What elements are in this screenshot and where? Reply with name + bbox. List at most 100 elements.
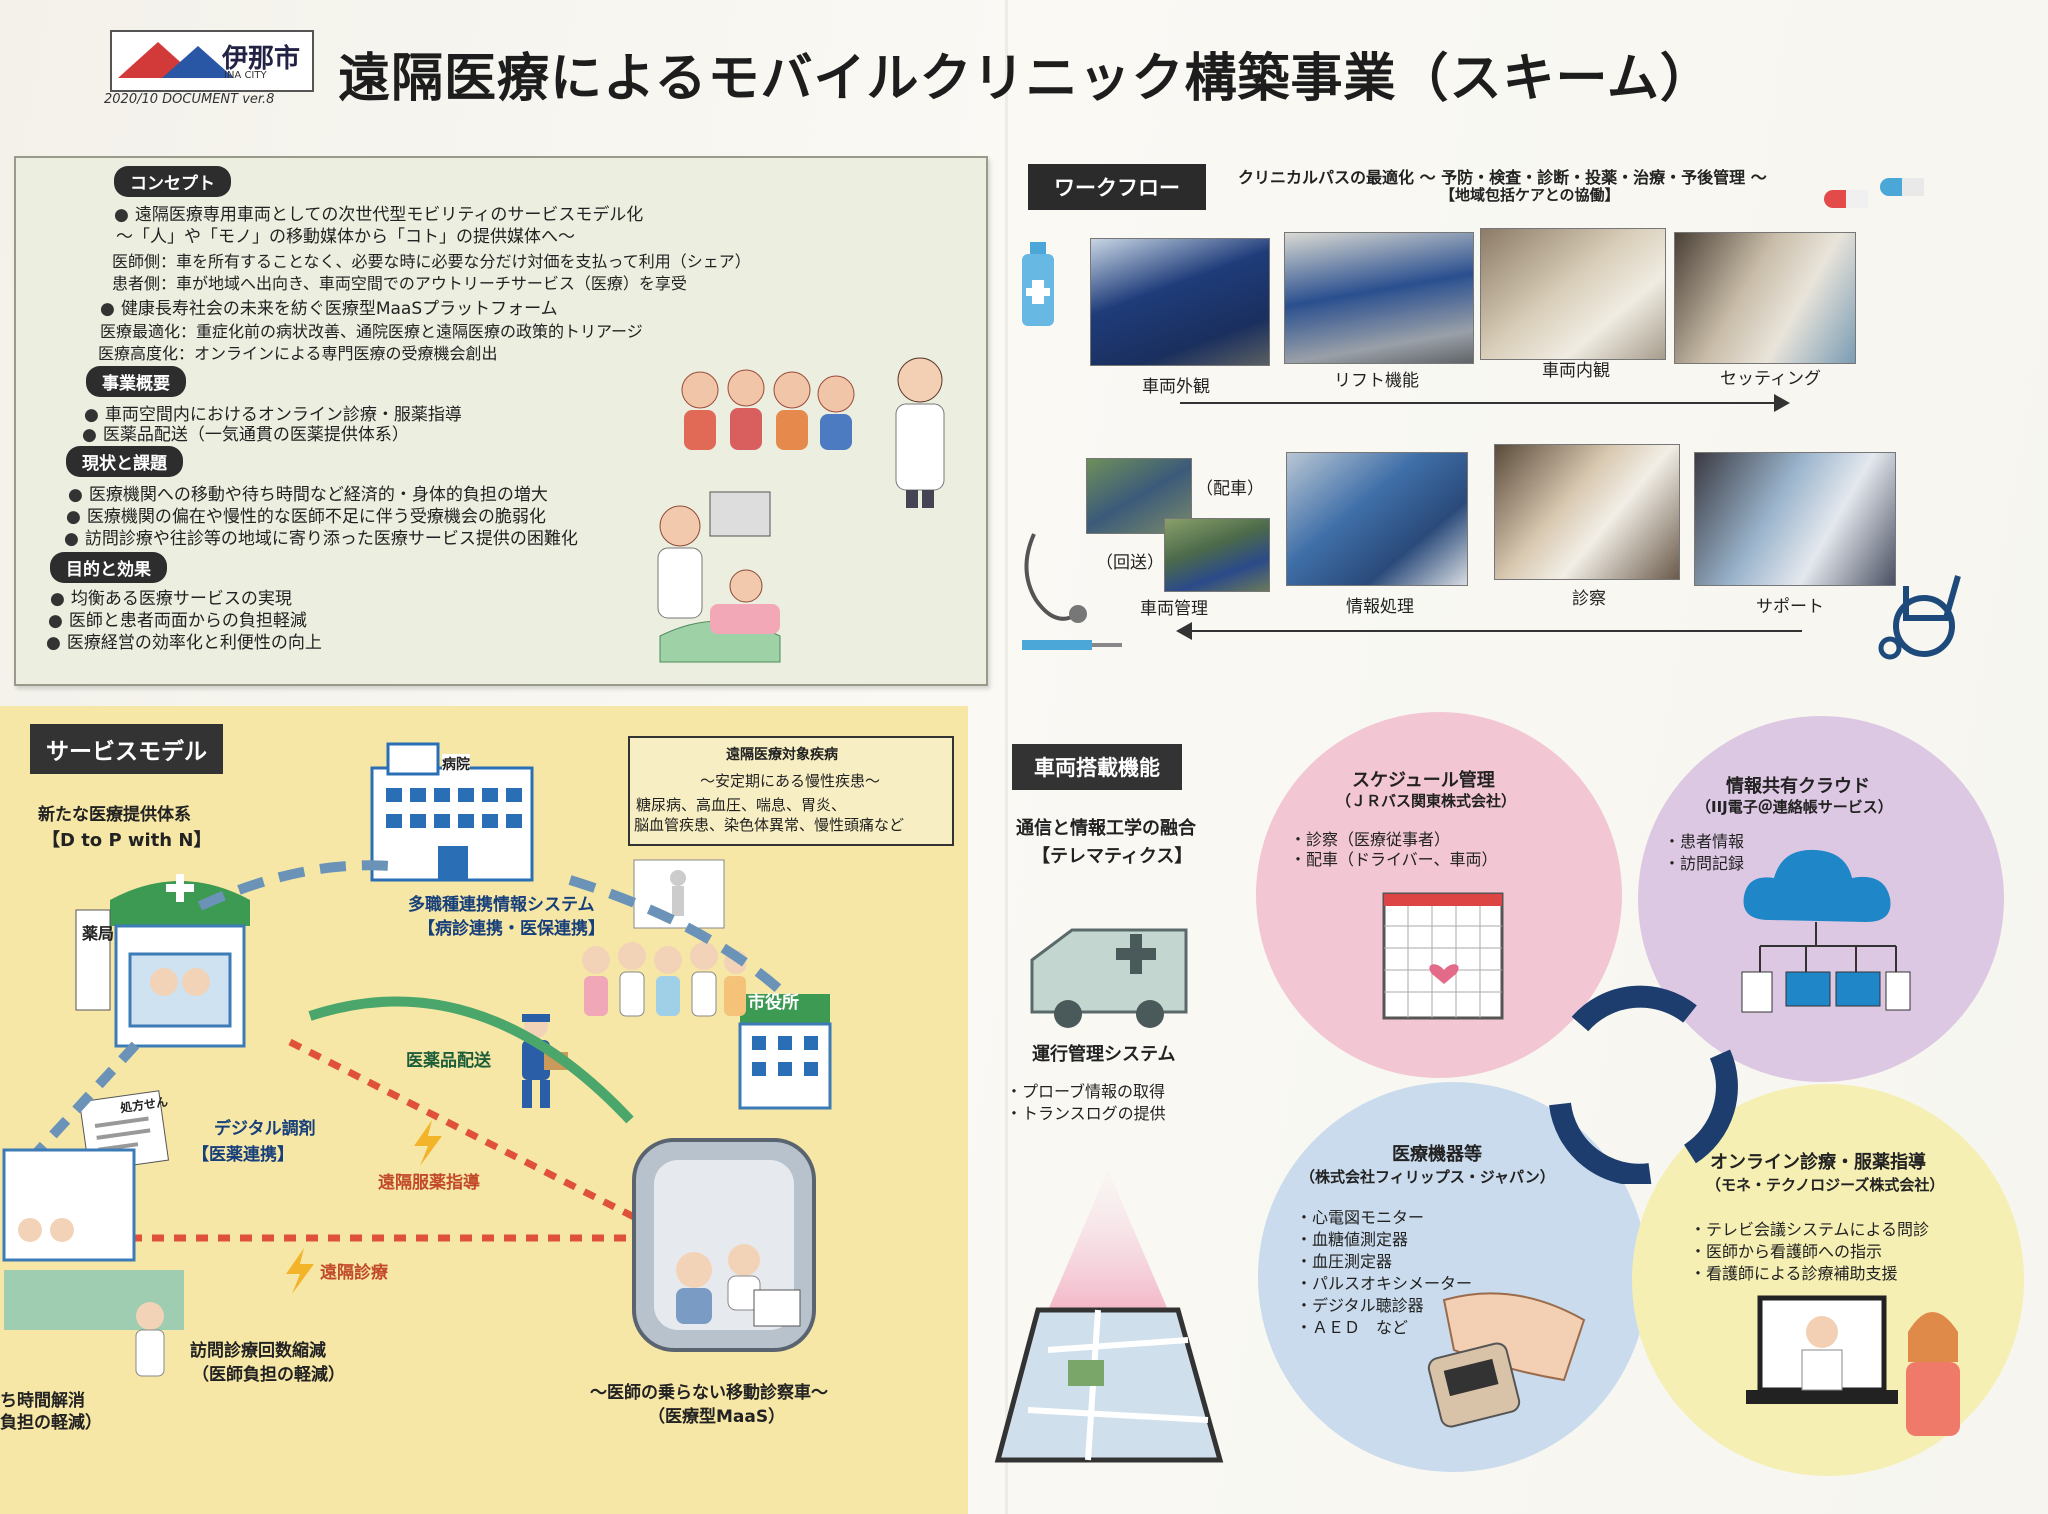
goals-line-2: 医師と患者両面からの負担軽減 [48,606,307,631]
logo-city-name: 伊那市 [222,44,301,74]
pharmacy-building-icon [75,874,250,1048]
multi-info-system-sub: 【病診連携・医保連携】 [418,919,605,939]
ambulance-icon [1030,928,1188,1028]
schedule-company: （ＪＲバス関東株式会社） [1336,792,1517,810]
disease-subtitle: ～安定期にある慢性疾患～ [700,772,881,790]
issues-line-1: 医療機関への移動や待ち時間など経済的・身体的負担の増大 [68,480,548,505]
concept-line-2: ～「人」や「モノ」の移動媒体から「コト」の提供媒体へ～ [116,227,575,247]
remote-diagnosis-label: 遠隔診療 [320,1263,388,1283]
online-title: オンライン診療・服薬指導 [1710,1152,1926,1173]
nurse-ultrasound-illustration [657,491,781,663]
workflow-bottom-label-1: 車両管理 [1140,599,1208,619]
lightning-icon-1 [414,1120,442,1166]
workflow-forward-arrowhead [1774,394,1790,412]
hospital-building-icon [370,742,534,882]
hospital-label: 病院 [442,754,470,774]
disease-list-2: 脳血管疾患、染色体異常、慢性頭痛など [634,816,905,834]
remote-medication-label: 遠隔服薬指導 [378,1173,480,1193]
vehicle-interior-photo [1480,228,1666,360]
operation-system-label: 運行管理システム [1032,1044,1176,1065]
concept-line-3: 医師側：車を所有することなく、必要な時に必要な分だけ対価を支払って利用（シェア） [112,252,751,271]
wait-resolve-label: ち時間解消 [0,1391,85,1411]
workflow-top-label-1: 車両外観 [1142,377,1210,397]
cloud-title: 情報共有クラウド [1726,776,1870,797]
vehicle-exterior-photo [1090,238,1270,366]
digital-dispensing-label: デジタル調剤 [214,1119,316,1139]
operation-system-item-1: ・プローブ情報の取得 [1006,1082,1166,1101]
cloud-network-icon [1741,849,1911,1013]
wait-burden-label: 負担の軽減） [0,1413,102,1433]
online-item-3: ・看護師による診療補助支援 [1690,1264,1898,1283]
online-company: （モネ・テクノロジーズ株式会社） [1706,1176,1945,1194]
equipment-company: （株式会社フィリップス・ジャパン） [1300,1168,1555,1186]
support-photo [1694,452,1896,586]
telematics-label: 【テレマティクス】 [1032,846,1193,867]
vehicle-features-tag: 車両搭載機能 [1012,744,1182,790]
setting-photo [1674,232,1856,364]
workflow-bottom-label-4: サポート [1756,597,1824,617]
city-hall-label: 市役所 [748,993,799,1013]
stethoscope-syringe-icon [1022,533,1122,650]
pharmacy-label: 薬局 [82,924,115,943]
care-staff-group-icon [582,942,746,1017]
overview-line-2: 医薬品配送（一気通貫の医薬提供体系） [82,420,409,445]
workflow-forward-arrow [1180,402,1780,404]
equipment-item-2: ・血糖値測定器 [1296,1230,1409,1249]
lightning-icon-2 [286,1248,314,1294]
elderly-and-doctor-illustration [681,357,945,508]
document-version: 2020/10 DOCUMENT ver.8 [104,92,275,107]
concept-line-6: 医療最適化：重症化前の病状改善、通院医療と遠隔医療の政策的トリアージ [100,322,643,341]
medical-record-icon [633,859,725,929]
cloud-company: （IIJ電子＠連絡帳サービス） [1696,798,1893,816]
ina-city-logo: 伊那市 INA CITY [110,30,314,92]
pulse-oximeter-icon [1427,1292,1586,1428]
visit-reduce-label: 訪問診療回数縮減 [190,1341,326,1361]
return-photo [1164,518,1270,592]
medicine-bottle-icon [1022,242,1054,326]
equipment-item-5: ・デジタル聴診器 [1296,1296,1424,1315]
telecom-fusion-label: 通信と情報工学の融合 [1016,818,1196,839]
schedule-item-2: ・配車（ドライバー、車両） [1290,850,1498,869]
service-model-tag: サービスモデル [30,724,223,774]
issues-line-3: 訪問診療や往診等の地域に寄り添った医療サービス提供の困難化 [64,524,578,549]
concept-line-1: 遠隔医療専用車両としての次世代型モビリティのサービスモデル化 [114,200,643,225]
cycle-arrows-icon [1549,985,1738,1184]
workflow-return-arrowhead [1176,622,1192,640]
goals-tag: 目的と効果 [50,552,167,583]
video-consultation-icon [1746,1295,1960,1436]
worried-doctor-icon [895,357,945,508]
mobile-clinic-car-illustration [632,1138,816,1352]
visit-reduce-sub: （医師負担の軽減） [192,1365,345,1385]
operation-system-item-2: ・トランスログの提供 [1006,1104,1166,1123]
capsule-pills-icon [1824,178,1924,208]
mobile-car-label: ～医師の乗らない移動診察車～ [590,1383,828,1403]
workflow-subtitle-2: 【地域包括ケアとの協働】 [1440,186,1620,204]
equipment-title: 医療機器等 [1392,1144,1482,1165]
overview-tag: 事業概要 [86,366,186,397]
concept-tag: コンセプト [114,166,231,197]
equipment-item-3: ・血圧測定器 [1296,1252,1393,1271]
workflow-top-label-4: セッティング [1720,369,1821,389]
goals-line-3: 医療経営の効率化と利便性の向上 [46,628,322,653]
logo-blue-mountain [162,46,234,78]
concept-line-4: 患者側：車が地域へ出向き、車両空間でのアウトリーチサービス（医療）を享受 [112,274,687,293]
page-fold [1005,0,1008,1514]
multi-info-system-label: 多職種連携情報システム [408,895,595,915]
equipment-item-4: ・パルスオキシメーター [1296,1274,1473,1293]
lift-function-photo [1284,232,1474,364]
page-title: 遠隔医療によるモバイルクリニック構築事業（スキーム） [338,49,1713,109]
schedule-item-1: ・診察（医療従事者） [1290,830,1451,849]
return-label: （回送） [1096,553,1164,573]
goals-line-1: 均衡ある医療サービスの実現 [50,584,292,609]
cloud-item-2: ・訪問記録 [1664,854,1745,873]
issues-tag: 現状と課題 [66,446,183,477]
examination-photo [1494,444,1680,580]
online-item-2: ・医師から看護師への指示 [1690,1242,1883,1261]
workflow-bottom-label-3: 診察 [1572,589,1606,609]
workflow-bottom-label-2: 情報処理 [1346,597,1414,617]
service-flow-lines [26,860,784,1242]
issues-line-2: 医療機関の偏在や慢性的な医師不足に伴う受療機会の脆弱化 [66,502,546,527]
workflow-tag: ワークフロー [1028,164,1206,210]
information-processing-photo [1286,452,1468,586]
workflow-top-label-3: 車両内観 [1542,361,1610,381]
